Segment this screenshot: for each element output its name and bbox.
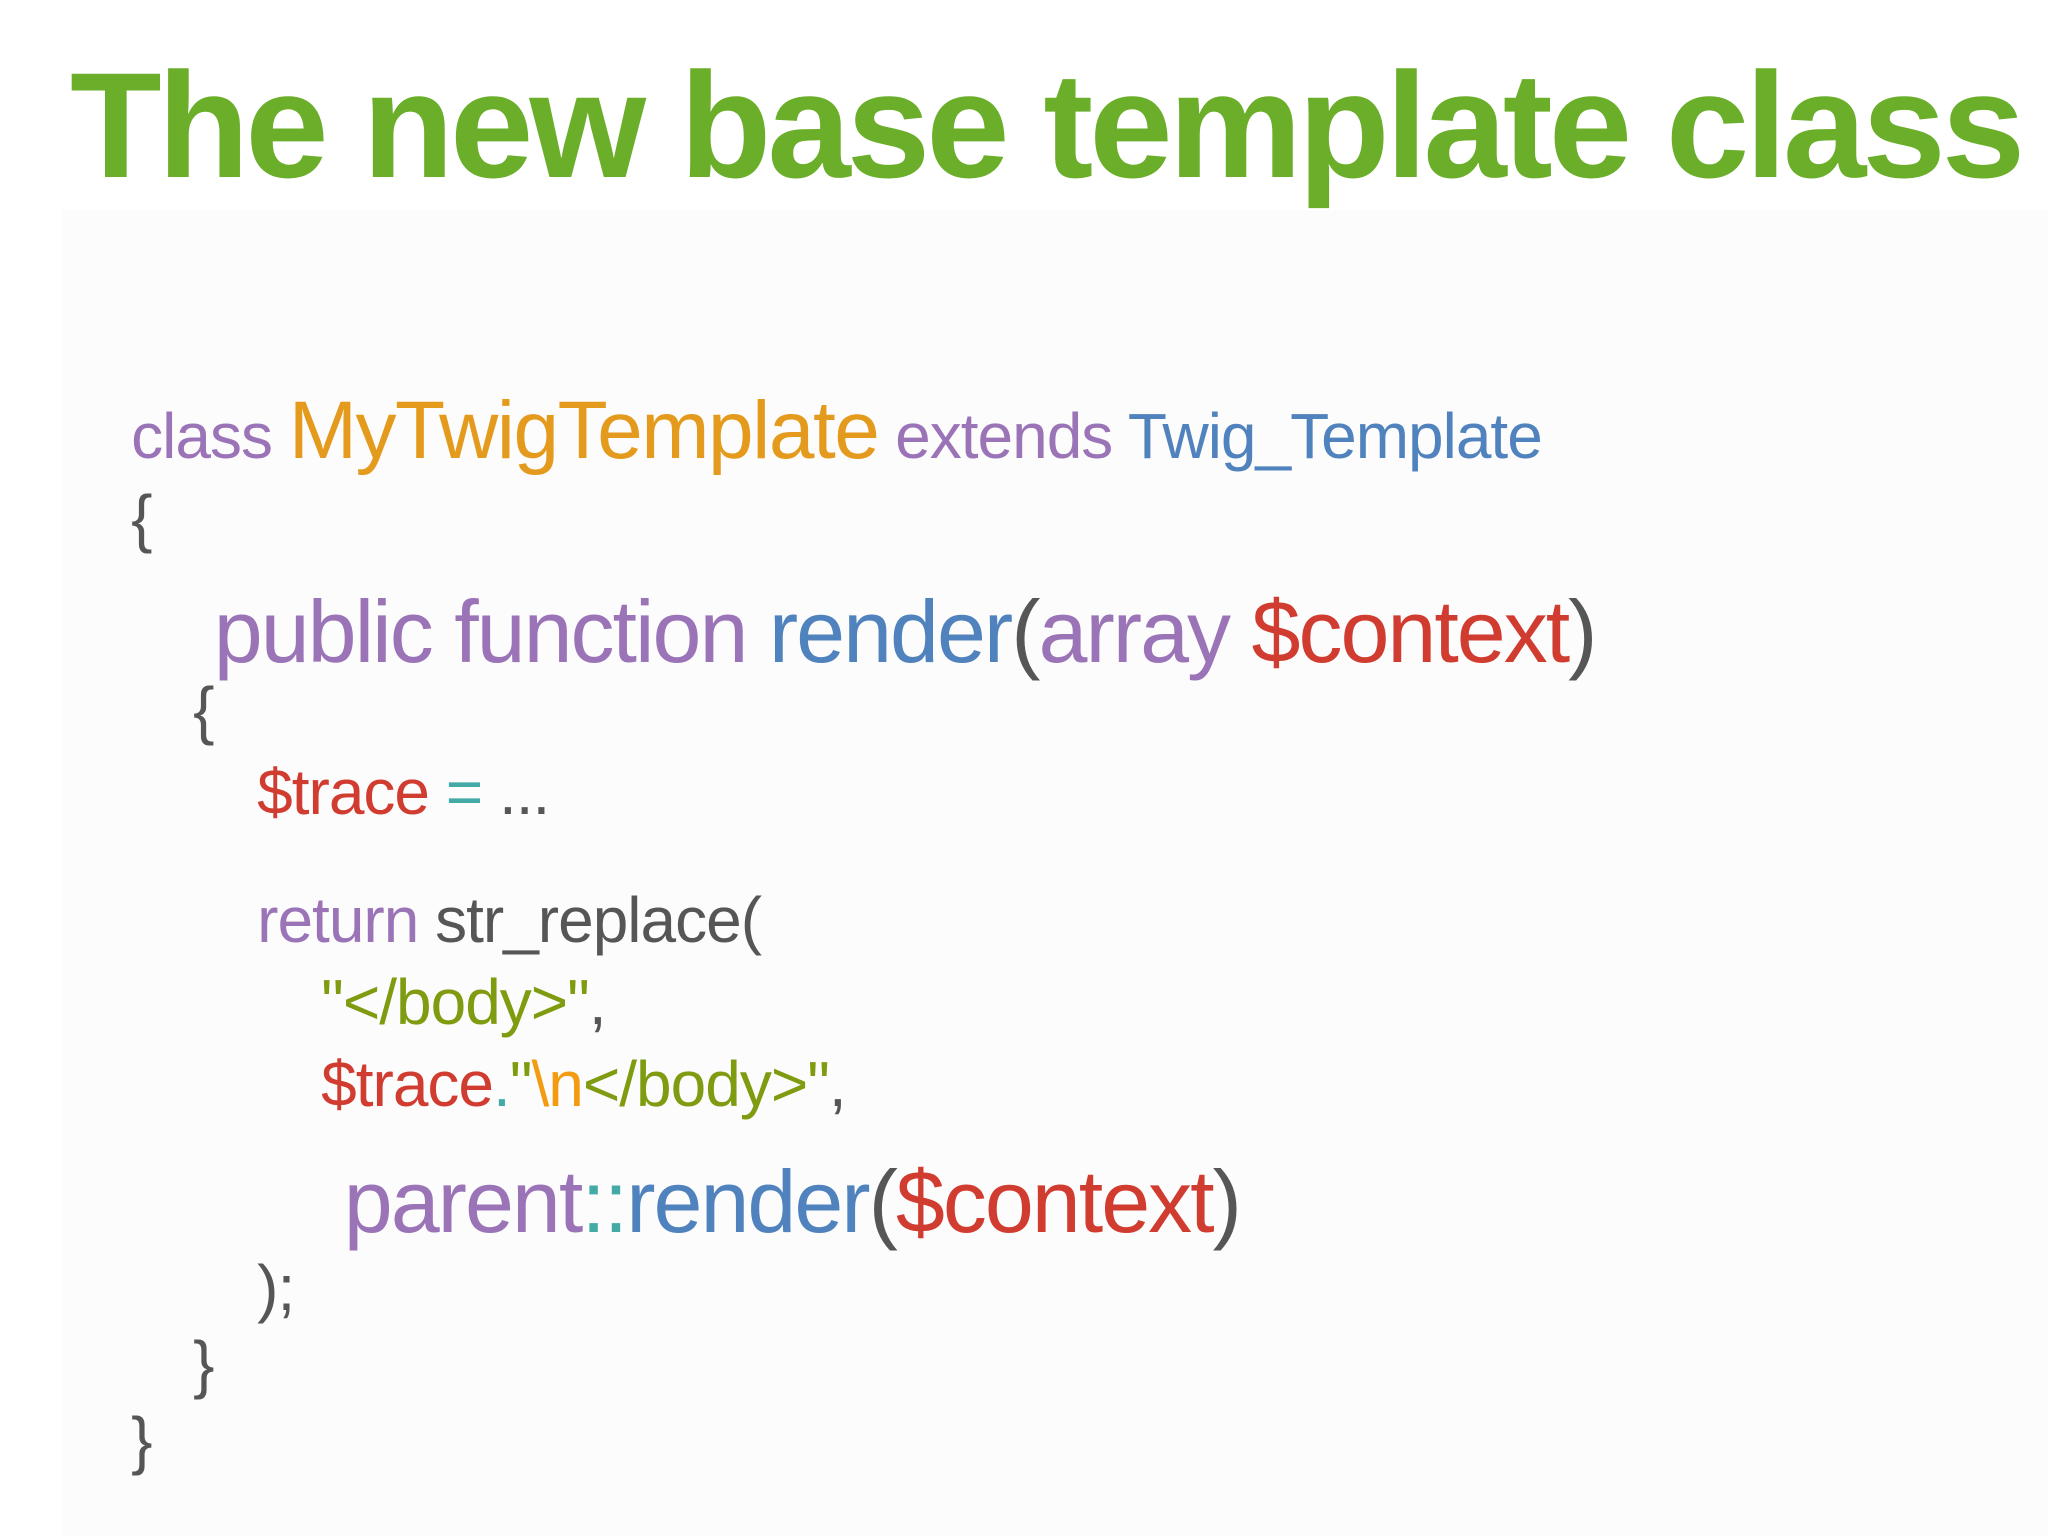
quote-open: " [321, 966, 344, 1038]
code-line-class-close-brace: } [64, 1344, 152, 1536]
open-brace: { [193, 674, 214, 746]
paren-open: ( [1011, 582, 1040, 681]
slide-title: The new base template class [70, 41, 2025, 209]
close-brace: } [131, 1404, 152, 1476]
variable-trace: $trace [257, 756, 430, 828]
paren-close: ) [1568, 582, 1597, 681]
open-brace: { [131, 482, 152, 554]
code-line-return: return str_replace( [190, 824, 762, 1016]
keyword-class: class [131, 400, 273, 472]
paren-open: ( [868, 1152, 898, 1251]
string-literal: </body> [342, 966, 568, 1038]
code-line-trace-assignment: $trace = ... [190, 696, 550, 888]
keyword-function: function [454, 582, 748, 681]
ellipsis: ... [498, 756, 550, 828]
quote-open: " [509, 1048, 533, 1120]
close-brace: } [193, 1328, 214, 1400]
parent-class-name: Twig_Template [1127, 400, 1543, 472]
comma: , [828, 1048, 847, 1120]
method-name: render [626, 1152, 870, 1251]
code-line-class-declaration: class MyTwigTemplate extends Twig_Templa… [64, 326, 1543, 536]
keyword-extends: extends [895, 400, 1113, 472]
string-literal: </body> [582, 1048, 808, 1120]
method-name: render [768, 582, 1013, 681]
keyword-public: public [213, 582, 434, 681]
function-call: str_replace( [435, 884, 762, 956]
escape-sequence: \n [531, 1048, 584, 1120]
parameter: $context [1251, 582, 1571, 681]
quote-close: " [807, 1048, 830, 1120]
class-name: MyTwigTemplate [288, 385, 880, 476]
code-line-method-signature: public function render(array $context) [124, 500, 1598, 764]
operator-assign: = [445, 756, 483, 828]
paren-close: ) [1212, 1152, 1242, 1251]
keyword-return: return [257, 884, 419, 956]
code-line-call-close: ); [190, 1192, 295, 1384]
code-line-method-close-brace: } [126, 1268, 214, 1460]
argument-context: $context [895, 1152, 1215, 1251]
code-line-method-open-brace: { [126, 614, 214, 806]
concat-operator: . [493, 1048, 511, 1120]
code-line-parent-render: parent::render($context) [254, 1070, 1242, 1334]
code-line-replace-string: $trace."\n</body>", [254, 988, 847, 1180]
comma: , [588, 966, 607, 1038]
code-line-open-brace: { [64, 422, 152, 614]
type-hint: array [1038, 582, 1231, 681]
code-line-search-string: "</body>", [254, 906, 607, 1098]
code-block: class MyTwigTemplate extends Twig_Templa… [62, 210, 2048, 1536]
call-close: ); [257, 1252, 295, 1324]
scope-operator: :: [581, 1152, 628, 1251]
quote-close: " [567, 966, 590, 1038]
variable-trace: $trace [321, 1048, 494, 1120]
keyword-parent: parent [343, 1152, 584, 1251]
